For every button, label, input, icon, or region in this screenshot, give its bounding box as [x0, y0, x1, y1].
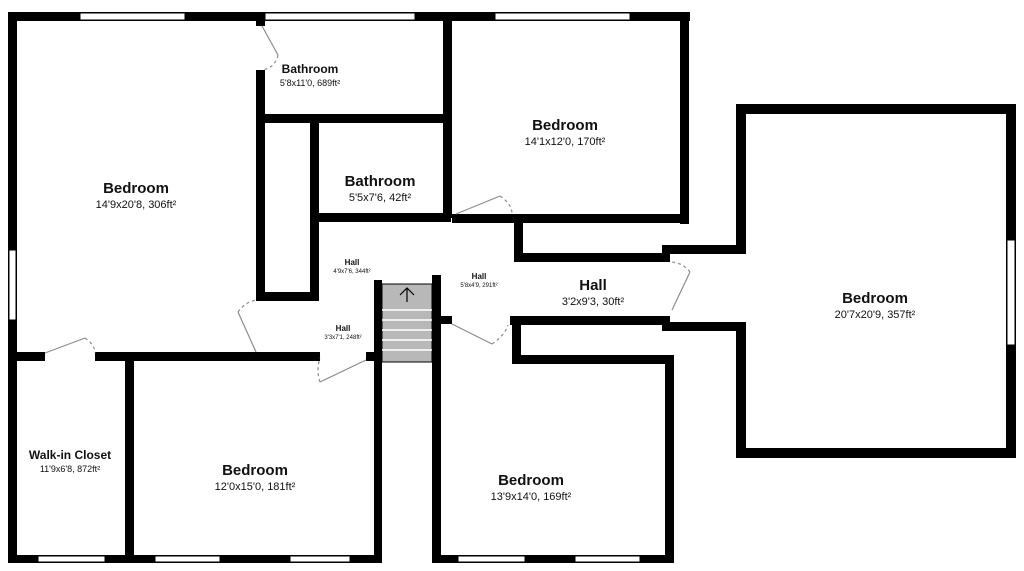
windows	[8, 12, 1016, 563]
stairs	[381, 283, 433, 363]
stairs-up-arrow-icon	[399, 287, 415, 302]
doors	[44, 25, 691, 383]
